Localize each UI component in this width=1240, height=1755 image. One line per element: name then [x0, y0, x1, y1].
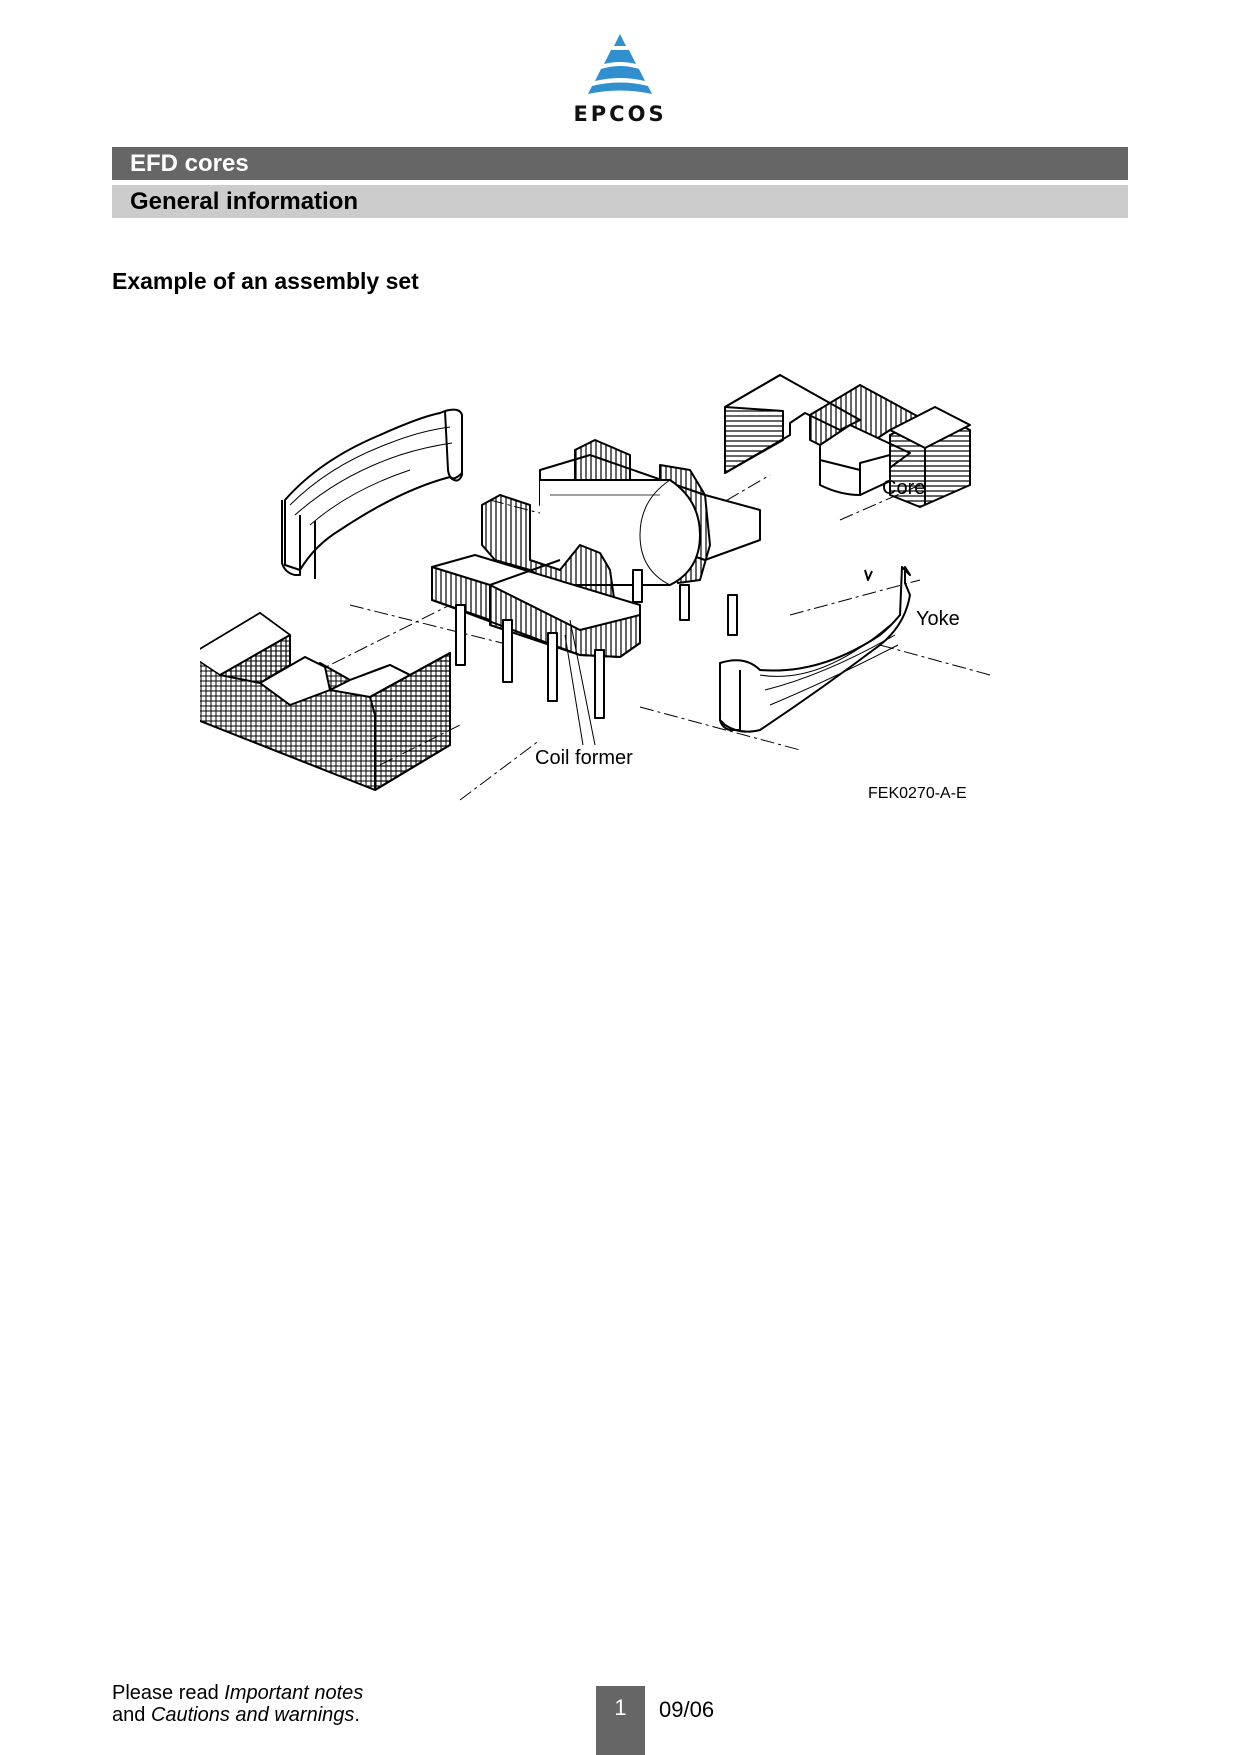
footer-note-and: and — [112, 1704, 151, 1726]
document-date: 09/06 — [659, 1697, 715, 1722]
core-top-right — [724, 374, 971, 508]
footer-note-suffix: . — [354, 1704, 360, 1726]
page-number: 1 — [596, 1686, 645, 1755]
label-core: Core — [882, 477, 926, 499]
brand-name: EPCOS — [573, 102, 667, 126]
cautions-warnings-link[interactable]: Cautions and warnings — [150, 1704, 355, 1726]
epcos-logo: EPCOS — [560, 30, 680, 130]
yoke-bottom-right — [719, 566, 911, 733]
document-title: EFD cores — [112, 147, 1128, 180]
assembly-drawing — [189, 374, 991, 801]
label-coil-former: Coil former — [535, 747, 633, 769]
footer-note-prefix: Please read — [112, 1682, 225, 1704]
core-bottom-left — [189, 612, 451, 791]
epcos-logo-icon — [588, 34, 652, 94]
document-subtitle: General information — [112, 185, 1128, 218]
assembly-set-figure: Core Yoke Coil former FEK0270-A-E — [189, 345, 1100, 905]
yoke-top-left — [281, 408, 463, 579]
figure-code: FEK0270-A-E — [868, 785, 967, 802]
section-title: Example of an assembly set — [112, 268, 419, 294]
coil-former — [431, 439, 761, 719]
important-notes-link[interactable]: Important notes — [224, 1682, 364, 1704]
footer-note: Please read Important notes and Cautions… — [112, 1682, 363, 1726]
label-yoke: Yoke — [916, 608, 960, 630]
